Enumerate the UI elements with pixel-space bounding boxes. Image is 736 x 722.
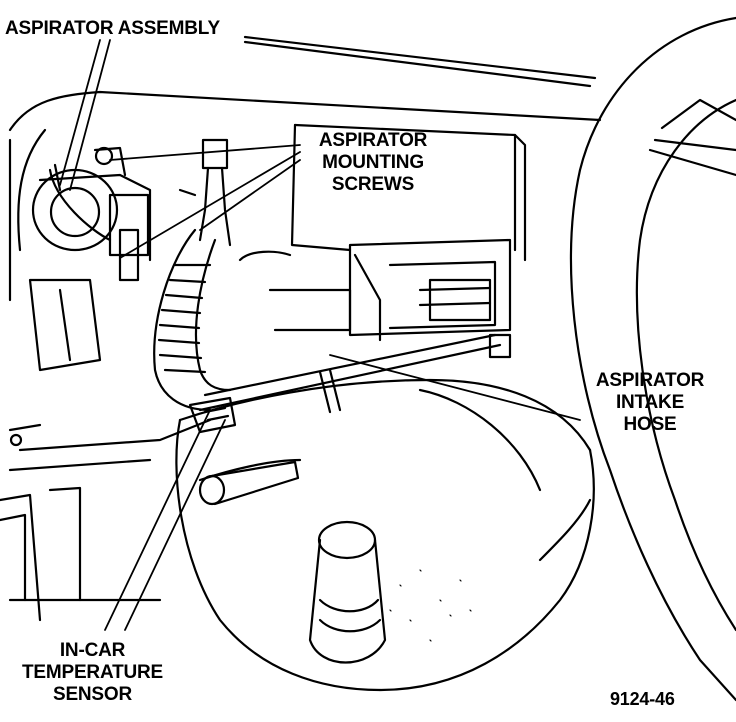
- label-line: ASPIRATOR: [595, 370, 705, 391]
- leader-lines: [59, 39, 581, 631]
- figure-number: 9124-46: [610, 689, 675, 709]
- steering-wheel: [570, 16, 736, 702]
- label-aspirator-assembly: ASPIRATOR ASSEMBLY: [5, 18, 220, 39]
- aspirator-unit: [31, 146, 152, 282]
- intake-tube: [198, 333, 512, 414]
- label-line: SCREWS: [331, 174, 415, 195]
- label-line: MOUNTING: [322, 152, 424, 173]
- label-aspirator-mounting-screws: ASPIRATOR MOUNTING SCREWS: [298, 130, 448, 196]
- label-line: HOSE: [623, 414, 677, 435]
- wire-connector: [178, 138, 232, 247]
- label-line: ASPIRATOR: [318, 130, 428, 151]
- dash-vent: [0, 278, 102, 602]
- label-in-car-temperature-sensor: IN-CAR TEMPERATURE SENSOR: [10, 640, 175, 706]
- label-line: IN-CAR: [59, 640, 126, 661]
- temperature-sensor: [188, 396, 237, 434]
- intake-hose: [153, 228, 232, 412]
- label-line: TEMPERATURE: [21, 662, 163, 683]
- label-line: INTAKE: [615, 392, 685, 413]
- label-line: SENSOR: [52, 684, 133, 705]
- shading-dots: [389, 569, 472, 642]
- label-aspirator-intake-hose: ASPIRATOR INTAKE HOSE: [585, 370, 715, 436]
